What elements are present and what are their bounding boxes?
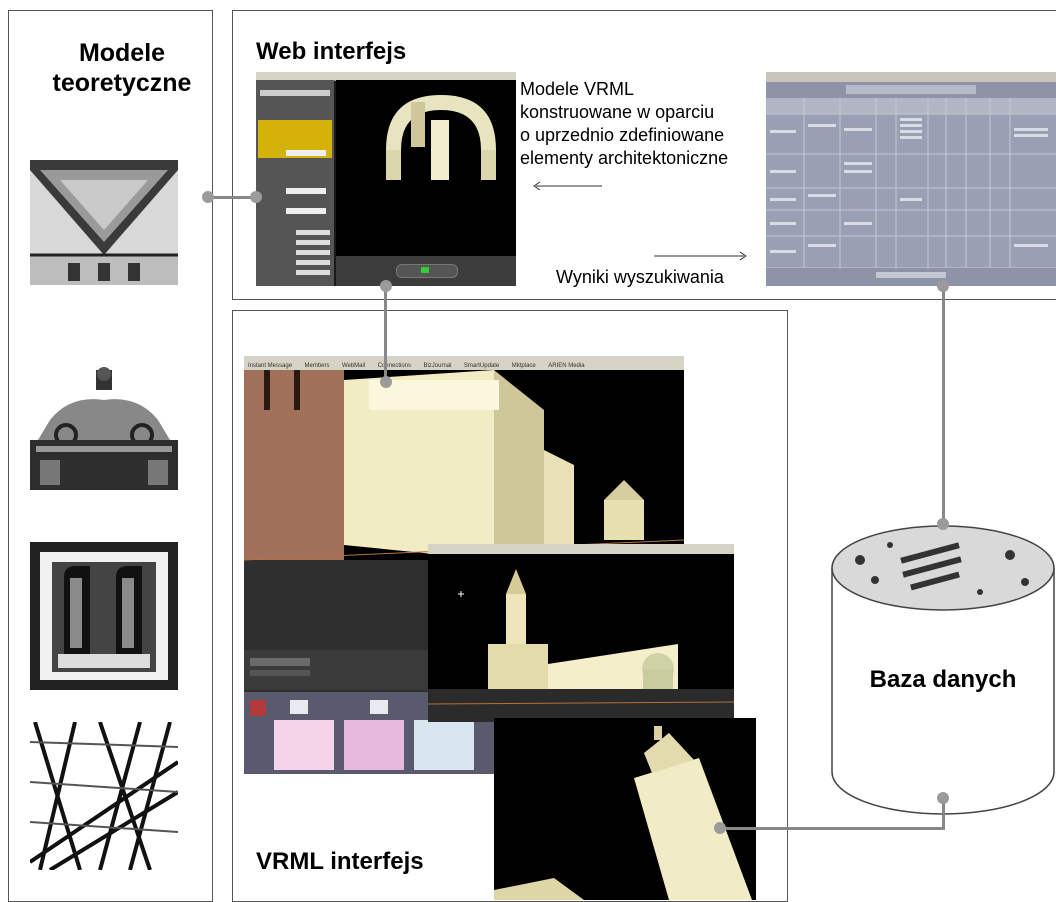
connector-theory-web [208, 196, 256, 199]
connector-results-db [942, 286, 945, 526]
connector-dot [202, 191, 214, 203]
web-app-screenshot [256, 72, 516, 286]
connector-dot [937, 280, 949, 292]
town-scene [428, 554, 734, 722]
vrml-screenshot-town [428, 544, 734, 722]
search-results-note: Wyniki wyszukiwania [556, 267, 724, 287]
theory-heading: Modele teoretyczne [52, 39, 192, 97]
gable-photo [30, 160, 178, 285]
connector-dot [714, 822, 726, 834]
vrml-nav-bar [336, 256, 516, 286]
arrow-right [654, 248, 748, 261]
tab-2[interactable]: WebMail [341, 363, 366, 369]
connector-dot [380, 280, 392, 292]
tab-0[interactable]: Instant Message [248, 363, 293, 369]
tab-5[interactable]: SmartUpdate [463, 363, 500, 369]
tab-1[interactable]: Members [304, 363, 330, 369]
vrml-models-note: Modele VRML konstruowane w oparciu o upr… [520, 79, 729, 168]
web-app-sidebar [256, 80, 334, 286]
truss-photo [30, 722, 178, 870]
ornament-photo [30, 360, 178, 490]
tab-6[interactable]: Mktplace [511, 363, 536, 369]
connector-dot [937, 518, 949, 530]
connector-web-vrml [384, 286, 387, 380]
tab-3[interactable]: Connections [377, 363, 411, 369]
window-photo [30, 542, 178, 690]
search-results-screenshot [766, 72, 1056, 286]
tab-4[interactable]: BizJournal [423, 363, 452, 369]
vrml-screenshot-tower [494, 718, 756, 900]
vrml-viewport [336, 80, 516, 256]
connector-db-vrml [942, 798, 945, 828]
connector-db-vrml-horizontal [720, 827, 945, 830]
connector-dot [937, 792, 949, 804]
vrml-heading: VRML interfejs [256, 848, 424, 875]
browser-tab-bar: Instant Message Members WebMail Connecti… [244, 356, 684, 371]
connector-dot [250, 191, 262, 203]
arrow-left [532, 178, 602, 191]
database-label: Baza danych [869, 666, 1017, 693]
web-heading: Web interfejs [256, 38, 407, 65]
database-cylinder [830, 520, 1056, 820]
tab-7[interactable]: ARIEN Media [548, 363, 585, 369]
connector-dot [380, 376, 392, 388]
